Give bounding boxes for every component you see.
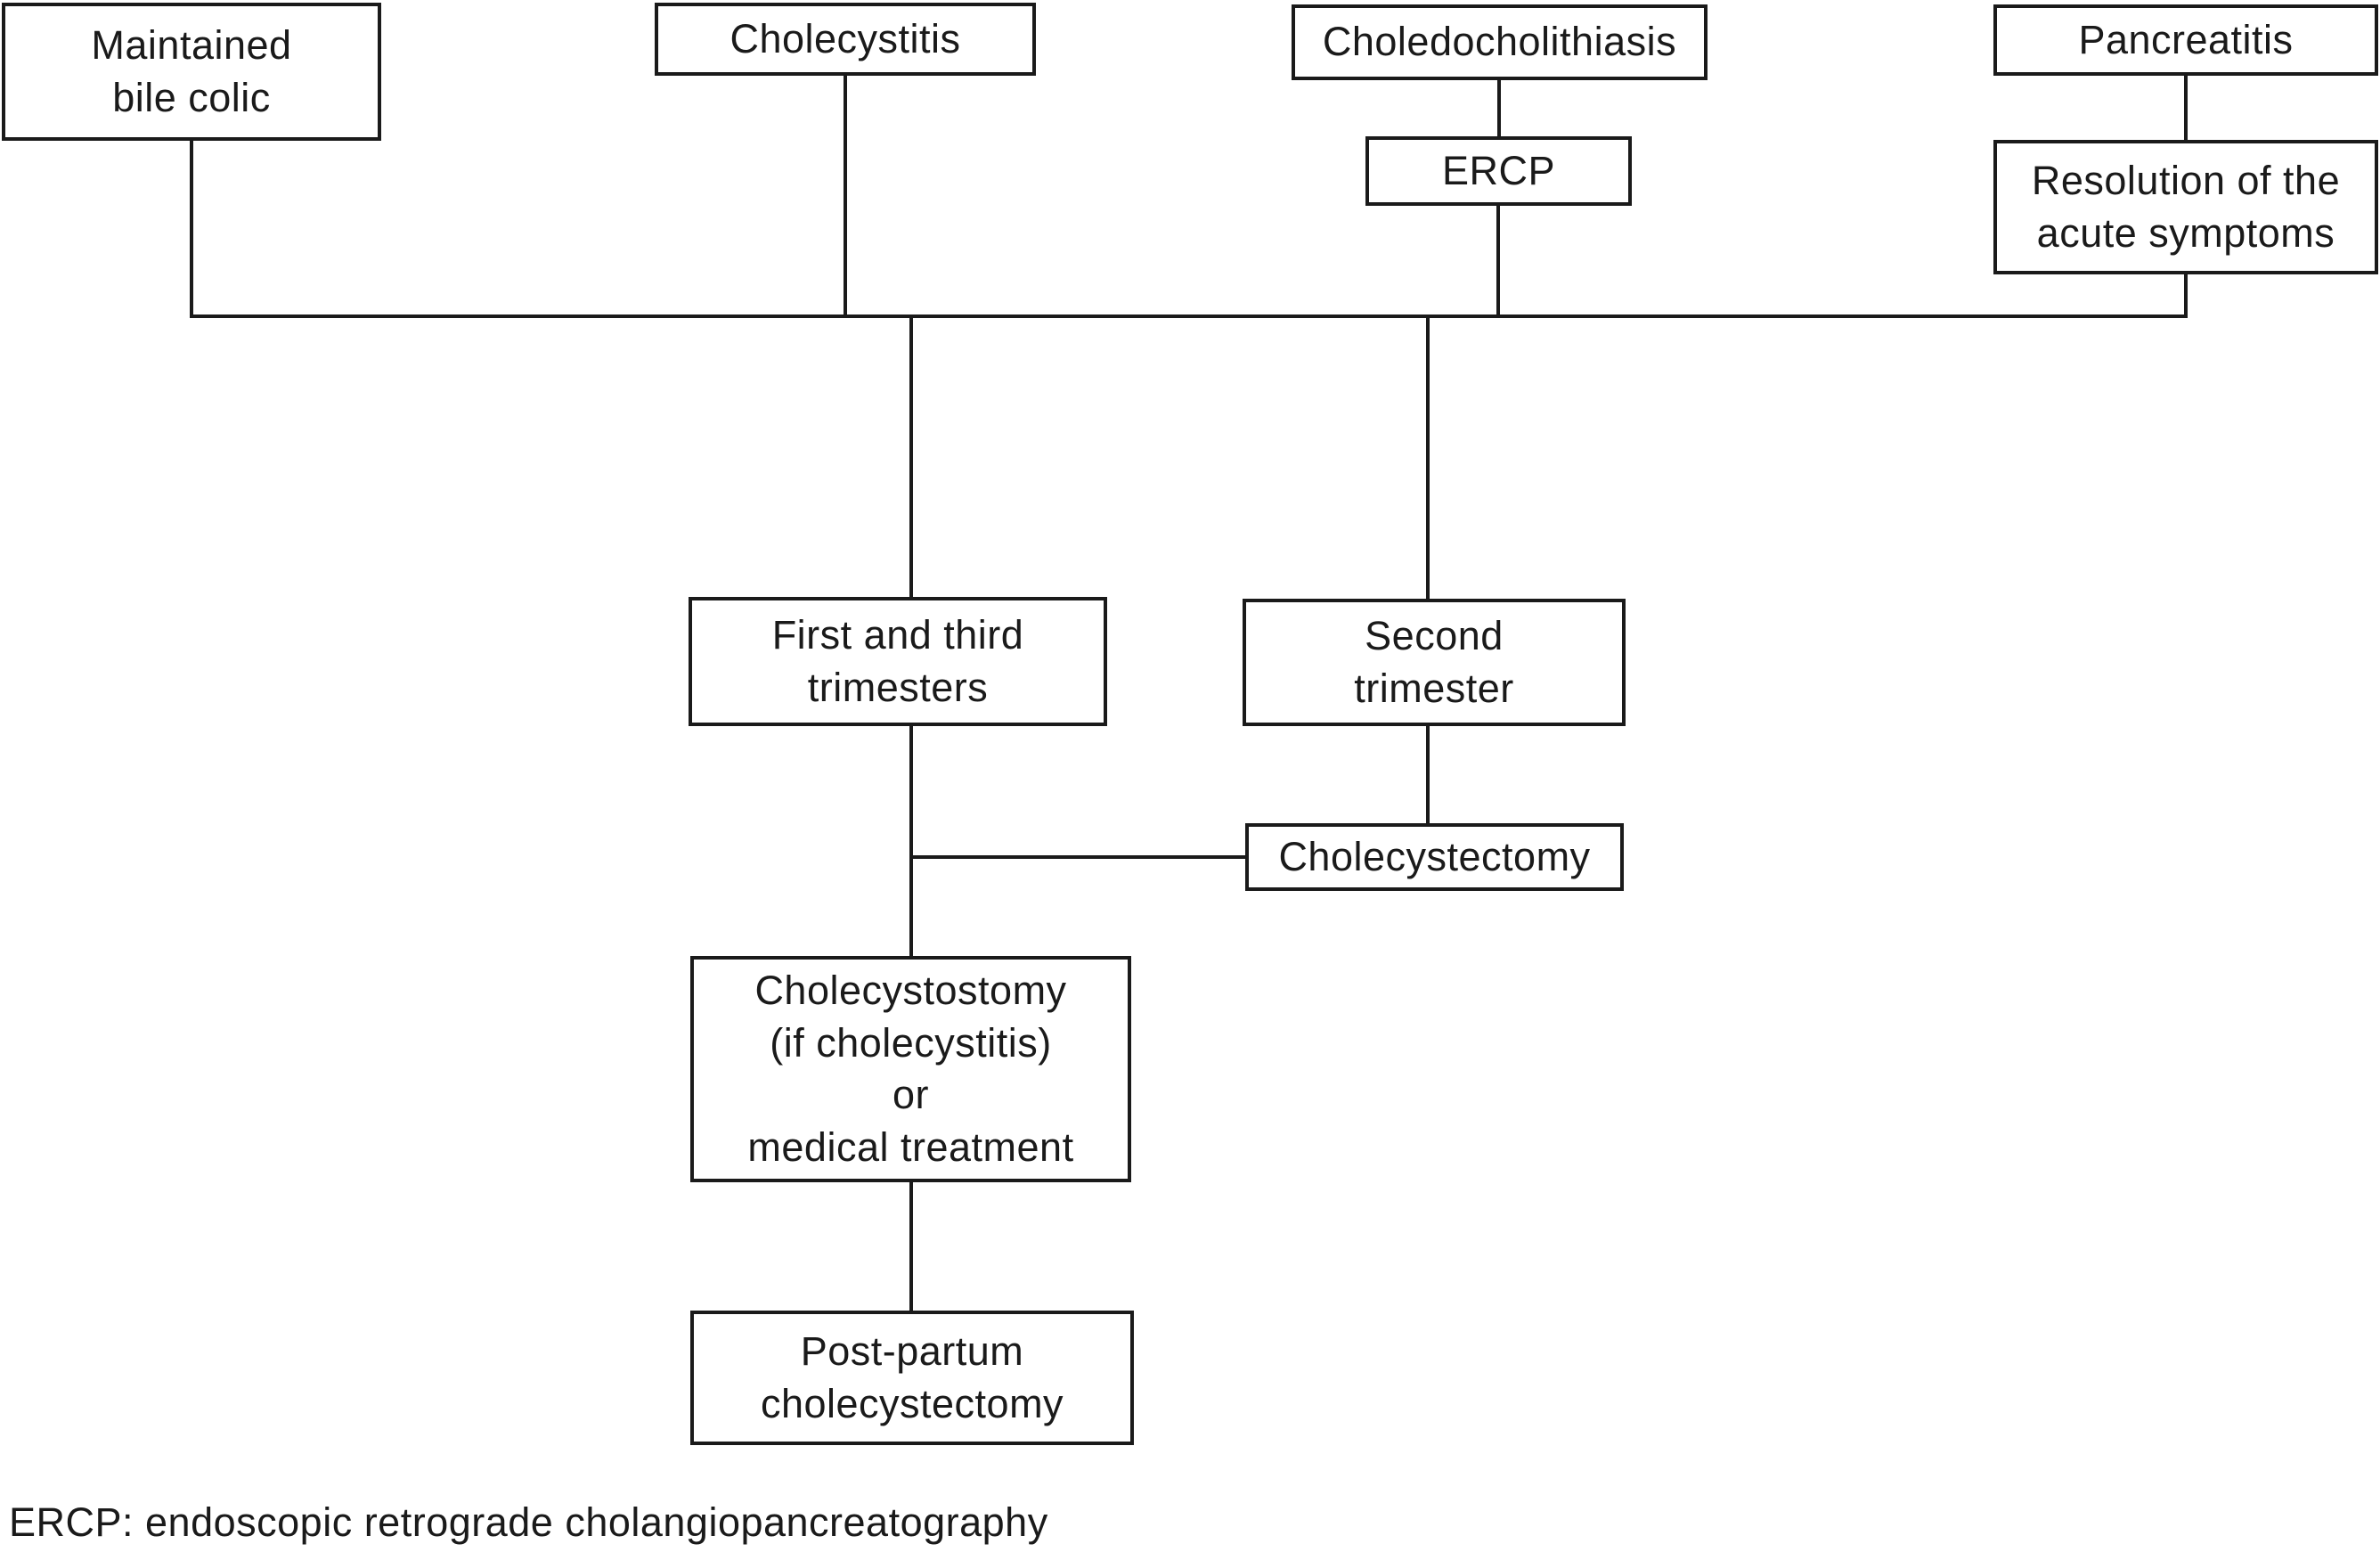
connector-resolution-down bbox=[2184, 273, 2188, 318]
connector-ercp-down bbox=[1496, 206, 1500, 318]
connector-bus-to-first-third bbox=[909, 314, 913, 599]
connector-bile-colic-down bbox=[190, 141, 193, 318]
node-maintained-bile-colic: Maintained bile colic bbox=[2, 3, 381, 141]
connector-first-third-to-cholecystostomy bbox=[909, 724, 913, 958]
node-label: ERCP bbox=[1441, 147, 1556, 193]
connector-cholecystitis-down bbox=[844, 76, 847, 318]
node-label: Choledocholithiasis bbox=[1322, 19, 1677, 65]
node-label: Cholecystectomy bbox=[1278, 833, 1591, 879]
connector-second-to-cholecystectomy bbox=[1426, 724, 1430, 825]
node-label: Second trimester bbox=[1354, 613, 1514, 711]
connector-horizontal-bus bbox=[190, 314, 2188, 318]
node-ercp: ERCP bbox=[1365, 136, 1632, 206]
node-cholecystitis: Cholecystitis bbox=[655, 3, 1036, 76]
node-cholecystectomy: Cholecystectomy bbox=[1245, 823, 1624, 891]
node-choledocholithiasis: Choledocholithiasis bbox=[1292, 4, 1708, 80]
connector-choledocholithiasis-to-ercp bbox=[1497, 78, 1501, 138]
node-first-third-trimesters: First and third trimesters bbox=[689, 597, 1107, 726]
node-resolution-acute-symptoms: Resolution of the acute symptoms bbox=[1993, 140, 2378, 274]
connector-cholecystostomy-to-postpartum bbox=[909, 1180, 913, 1312]
node-label: First and third trimesters bbox=[771, 612, 1024, 710]
node-label: Cholecystostomy (if cholecystitis) or me… bbox=[747, 968, 1074, 1170]
node-label: Cholecystitis bbox=[729, 15, 961, 61]
node-label: Post-partum cholecystectomy bbox=[760, 1328, 1064, 1426]
node-label: Pancreatitis bbox=[2078, 16, 2294, 62]
node-pancreatitis: Pancreatitis bbox=[1993, 4, 2378, 76]
connector-bus-to-second-trimester bbox=[1426, 314, 1430, 600]
node-label: Resolution of the acute symptoms bbox=[2031, 158, 2341, 256]
footnote-ercp-definition: ERCP: endoscopic retrograde cholangiopan… bbox=[9, 1499, 1048, 1545]
node-second-trimester: Second trimester bbox=[1243, 599, 1626, 726]
node-postpartum-cholecystectomy: Post-partum cholecystectomy bbox=[690, 1311, 1134, 1445]
connector-branch-to-cholecystectomy bbox=[909, 855, 1247, 859]
connector-pancreatitis-to-resolution bbox=[2184, 74, 2188, 142]
node-cholecystostomy-or-medical: Cholecystostomy (if cholecystitis) or me… bbox=[690, 956, 1131, 1182]
node-label: Maintained bile colic bbox=[91, 22, 292, 120]
